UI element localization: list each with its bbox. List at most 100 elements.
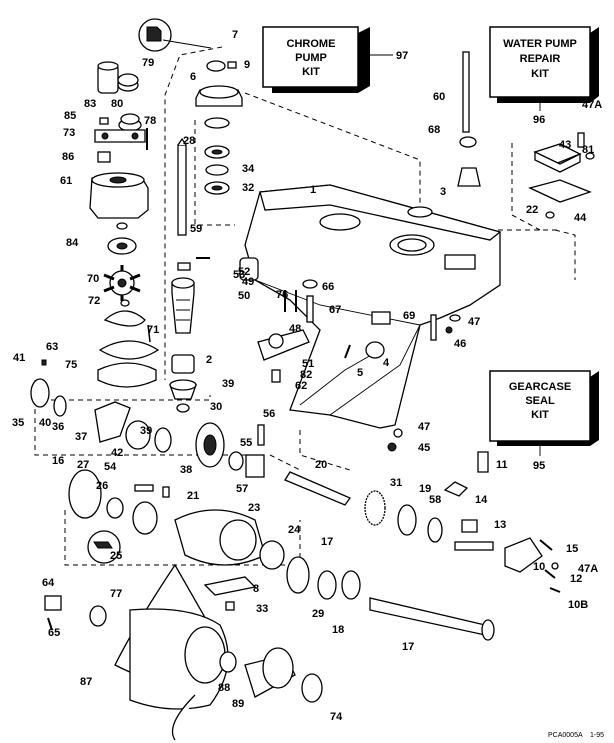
callout-6: 6 — [190, 71, 196, 83]
footer-date: 1-95 — [590, 732, 604, 739]
callout-76: 76 — [276, 289, 288, 301]
callout-73: 73 — [63, 127, 75, 139]
callout-38: 38 — [180, 464, 192, 476]
callout-86: 86 — [62, 151, 74, 163]
callout-47: 47 — [418, 421, 430, 433]
water-pump-kit-line3: KIT — [531, 68, 549, 80]
callout-56: 56 — [263, 408, 275, 420]
callout-23: 23 — [248, 502, 260, 514]
callout-59: 59 — [190, 223, 202, 235]
callout-53: 53 — [233, 269, 245, 281]
callout-10: 10 — [533, 561, 545, 573]
callout-89: 89 — [232, 698, 244, 710]
callout-57: 57 — [236, 483, 248, 495]
callout-7: 7 — [232, 29, 238, 41]
callout-32: 32 — [242, 182, 254, 194]
callout-labels: 1234567891010B11121314151617171819202122… — [12, 29, 602, 723]
callout-5: 5 — [357, 367, 363, 379]
callout-85: 85 — [64, 110, 76, 122]
callout-33: 33 — [256, 603, 268, 615]
callout-49: 49 — [242, 276, 254, 288]
callout-28: 28 — [183, 135, 195, 147]
callout-34: 34 — [242, 163, 255, 175]
chrome-pump-kit-line2: PUMP — [295, 52, 327, 64]
callout-66: 66 — [322, 281, 334, 293]
callout-17: 17 — [402, 641, 414, 653]
callout-97: 97 — [396, 50, 408, 62]
callout-18: 18 — [332, 624, 344, 636]
callout-60: 60 — [433, 91, 445, 103]
callout-22: 22 — [526, 204, 538, 216]
callout-46: 46 — [454, 338, 466, 350]
callout-10b: 10B — [568, 599, 588, 611]
callout-8: 8 — [253, 583, 259, 595]
callout-13: 13 — [494, 519, 506, 531]
callout-15: 15 — [566, 543, 578, 555]
callout-25: 25 — [110, 550, 122, 562]
callout-29: 29 — [312, 608, 324, 620]
mid-parts — [239, 257, 489, 473]
tool-icon — [87, 530, 121, 564]
callout-88: 88 — [218, 682, 230, 694]
callout-9: 9 — [244, 59, 250, 71]
callout-47a: 47A — [582, 99, 602, 111]
callout-40: 40 — [39, 417, 51, 429]
callout-54: 54 — [104, 461, 117, 473]
callout-81: 81 — [582, 144, 594, 156]
callout-47: 47 — [468, 316, 480, 328]
callout-80: 80 — [111, 98, 123, 110]
water-pump-kit-line2: REPAIR — [520, 53, 561, 65]
callout-12: 12 — [570, 573, 582, 585]
callout-77: 77 — [110, 588, 122, 600]
callout-96: 96 — [533, 114, 545, 126]
callout-84: 84 — [66, 237, 79, 249]
callout-16: 16 — [52, 455, 64, 467]
callout-83: 83 — [84, 98, 96, 110]
callout-65: 65 — [48, 627, 60, 639]
callout-70: 70 — [87, 273, 99, 285]
callout-43: 43 — [559, 139, 571, 151]
gearcase-housing — [244, 184, 502, 429]
lubricant-icon — [138, 18, 212, 52]
impeller-icon — [103, 265, 141, 301]
driveshaft-parts — [169, 60, 243, 413]
callout-4: 4 — [383, 357, 390, 369]
callout-44: 44 — [574, 212, 587, 224]
callout-47a: 47A — [578, 563, 598, 575]
water-pump-kit-box: WATER PUMP REPAIR KIT 96 — [489, 26, 599, 126]
dashed-assembly-lines — [34, 46, 576, 566]
callout-39: 39 — [222, 378, 234, 390]
gearcase-kit-line3: KIT — [531, 409, 549, 421]
callout-11: 11 — [496, 459, 508, 471]
callout-74: 74 — [330, 711, 343, 723]
gearcase-seal-kit-box: GEARCASE SEAL KIT 95 — [489, 370, 599, 472]
callout-82: 82 — [300, 369, 312, 381]
callout-1: 1 — [310, 184, 316, 196]
callout-64: 64 — [42, 577, 55, 589]
gearcase-kit-line1: GEARCASE — [509, 381, 571, 393]
callout-78: 78 — [144, 115, 156, 127]
callout-67: 67 — [329, 304, 341, 316]
propshaft-row-parts — [30, 378, 561, 593]
lower-parts — [68, 469, 495, 641]
gearcase-kit-line2: SEAL — [525, 395, 555, 407]
callout-17: 17 — [321, 536, 333, 548]
upper-right-parts — [407, 51, 595, 219]
callout-35: 35 — [12, 417, 24, 429]
water-pump-parts — [41, 61, 195, 388]
propeller — [44, 563, 323, 741]
callout-27: 27 — [77, 459, 89, 471]
callout-42: 42 — [111, 447, 123, 459]
callout-2: 2 — [206, 354, 212, 366]
callout-41: 41 — [13, 352, 25, 364]
callout-71: 71 — [147, 324, 159, 336]
callout-45: 45 — [418, 442, 430, 454]
callout-24: 24 — [288, 524, 301, 536]
callout-75: 75 — [65, 359, 77, 371]
callout-52: 52 — [238, 266, 250, 278]
callout-63: 63 — [46, 341, 58, 353]
callout-3: 3 — [440, 186, 446, 198]
callout-30: 30 — [210, 401, 222, 413]
callout-87: 87 — [80, 676, 92, 688]
